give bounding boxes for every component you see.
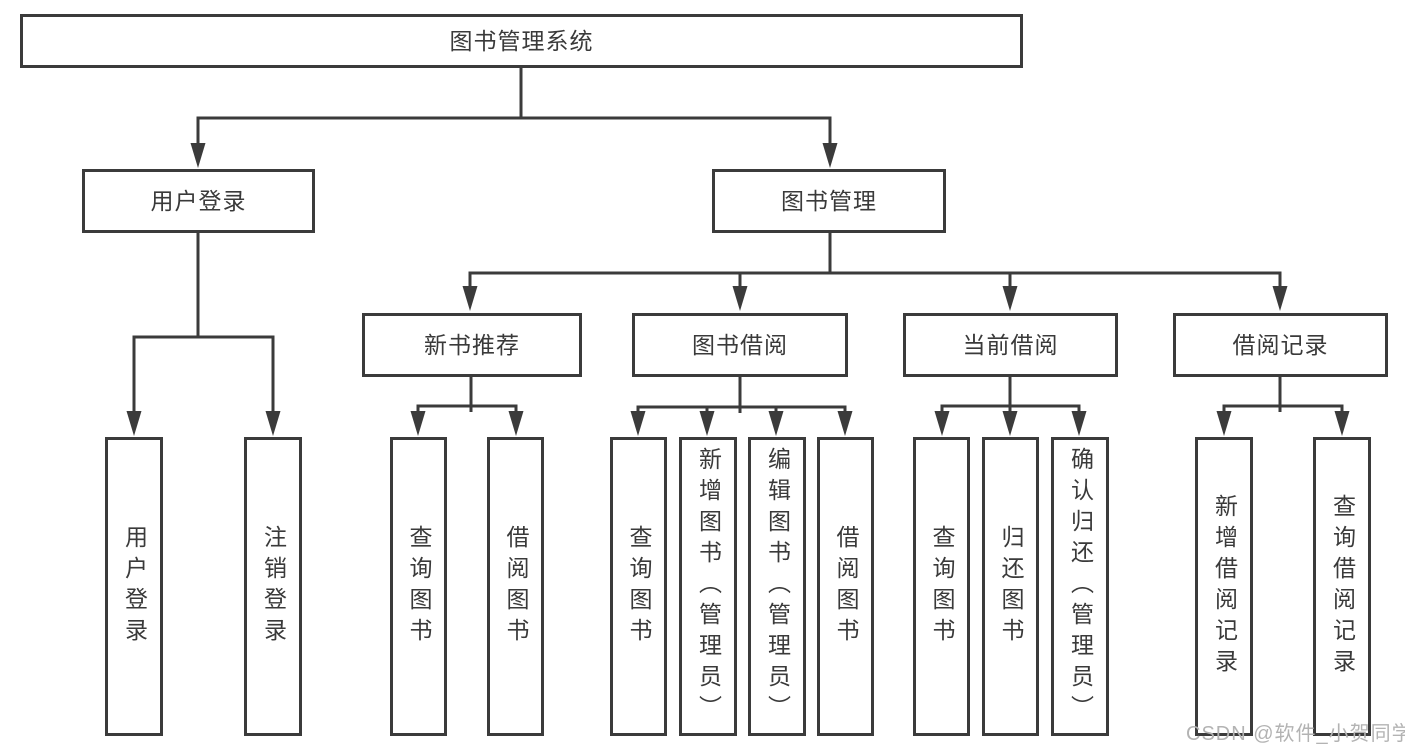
leaf-label: 查询借阅记录 <box>1329 493 1356 680</box>
node-current-borrow: 当前借阅 <box>903 313 1118 377</box>
connector-book-management-children <box>468 233 1282 287</box>
leaf-label: 查询图书 <box>406 524 432 649</box>
arrowhead <box>462 286 478 311</box>
leaf-label: 新增图书（管理员） <box>695 447 722 726</box>
leaf-label: 编辑图书（管理员） <box>764 447 791 726</box>
node-book-borrow: 图书借阅 <box>632 313 848 377</box>
leaf-label: 归还图书 <box>998 524 1024 649</box>
csdn-watermark: CSDN @软件_小贺同学 <box>1186 723 1405 745</box>
leaf-edit-books-admin: 编辑图书（管理员） <box>748 437 806 736</box>
leaf-query-books-recommend: 查询图书 <box>390 437 447 736</box>
leaf-confirm-return-admin: 确认归还（管理员） <box>1051 437 1109 736</box>
node-library-management-system: 图书管理系统 <box>20 14 1023 68</box>
arrowhead <box>190 143 206 168</box>
connector-new-book-recommend-children <box>416 377 518 412</box>
arrowhead <box>768 411 784 436</box>
leaf-user-login: 用户登录 <box>105 437 163 736</box>
arrowhead <box>1334 411 1350 436</box>
arrowhead <box>508 411 524 436</box>
leaf-return-books: 归还图书 <box>982 437 1039 736</box>
leaf-label: 新增借阅记录 <box>1211 493 1238 680</box>
arrowhead <box>1002 411 1018 436</box>
connector-book-borrow-children <box>636 377 847 413</box>
leaf-borrow-books: 借阅图书 <box>817 437 874 736</box>
leaf-label: 借阅图书 <box>503 524 529 649</box>
leaf-query-books-current: 查询图书 <box>913 437 970 736</box>
leaf-label: 借阅图书 <box>833 524 859 649</box>
arrowhead <box>410 411 426 436</box>
leaf-label: 查询图书 <box>929 524 955 649</box>
leaf-query-books-borrow: 查询图书 <box>610 437 667 736</box>
node-borrow-records: 借阅记录 <box>1173 313 1388 377</box>
connector-user-login-children <box>132 233 275 412</box>
arrowhead <box>732 286 748 311</box>
leaf-logout: 注销登录 <box>244 437 302 736</box>
connector-root-to-level1 <box>196 68 832 145</box>
arrowhead <box>265 411 281 436</box>
node-user-login: 用户登录 <box>82 169 315 233</box>
leaf-query-borrow-record: 查询借阅记录 <box>1313 437 1371 736</box>
arrowhead <box>822 143 838 168</box>
leaf-label: 确认归还（管理员） <box>1067 447 1094 726</box>
arrowhead <box>1071 411 1087 436</box>
leaf-label: 查询图书 <box>626 524 652 649</box>
arrowhead <box>1272 286 1288 311</box>
leaf-borrow-books-recommend: 借阅图书 <box>487 437 544 736</box>
arrowhead <box>934 411 950 436</box>
arrowhead <box>1002 286 1018 311</box>
arrowhead <box>630 411 646 436</box>
leaf-label: 注销登录 <box>260 524 287 649</box>
connector-current-borrow-children <box>940 377 1081 412</box>
leaf-label: 用户登录 <box>121 524 148 649</box>
arrowhead <box>837 411 853 436</box>
connector-borrow-records-children <box>1222 377 1344 412</box>
node-new-book-recommend: 新书推荐 <box>362 313 582 377</box>
leaf-add-borrow-record: 新增借阅记录 <box>1195 437 1253 736</box>
node-book-management: 图书管理 <box>712 169 946 233</box>
leaf-add-books-admin: 新增图书（管理员） <box>679 437 737 736</box>
arrowhead <box>1216 411 1232 436</box>
arrowhead <box>126 411 142 436</box>
arrowhead <box>699 411 715 436</box>
